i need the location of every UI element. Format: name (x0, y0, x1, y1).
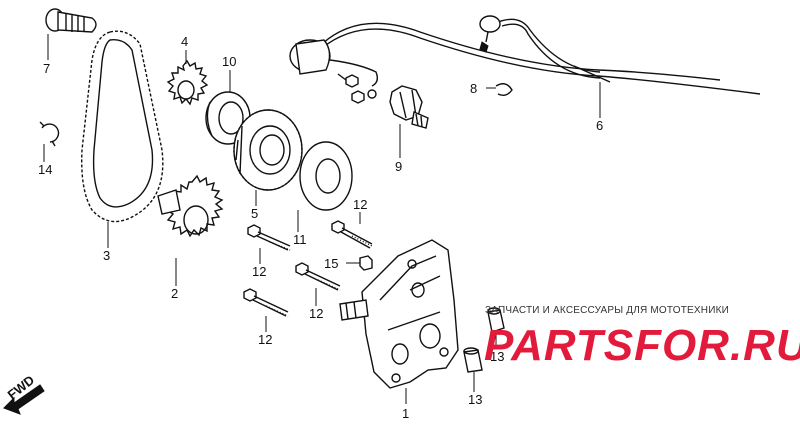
part-15-pin (359, 255, 373, 271)
part-12-bolts (243, 220, 373, 317)
callout-labels: 7 14 4 10 5 11 3 2 6 8 9 12 12 12 12 15 … (38, 34, 603, 421)
fwd-arrow-icon: FWD (3, 372, 45, 415)
callout-1: 1 (402, 406, 409, 421)
callout-4: 4 (181, 34, 188, 49)
leader-lines (43, 34, 601, 404)
callout-7: 8 (470, 81, 477, 96)
callout-13-lower: 13 (468, 392, 482, 407)
part-8-pressure-switch (389, 85, 429, 129)
callout-2: 2 (171, 286, 178, 301)
callout-15: 15 (324, 256, 338, 271)
part-9-roller (45, 8, 97, 33)
callout-6: 6 (596, 118, 603, 133)
watermark-caption: ЗАПЧАСТИ И АКСЕССУАРЫ ДЛЯ МОТОТЕХНИКИ (485, 305, 730, 316)
callout-12-mid: 12 (309, 306, 323, 321)
bolt-12-upper-right (331, 220, 373, 249)
part-11-plate (299, 141, 353, 211)
callout-12-left: 12 (252, 264, 266, 279)
part-nuts (337, 73, 365, 104)
part-5-gear (233, 109, 303, 191)
watermark-logo: PARTSFOR.RU (484, 321, 800, 370)
callout-3: 3 (103, 248, 110, 263)
callout-9: 7 (43, 61, 50, 76)
part-6-wire-harness (289, 15, 761, 99)
bolt-12-mid (295, 262, 341, 291)
part-4-small-sprocket (166, 59, 209, 106)
part-1-oil-pump (339, 239, 459, 389)
callout-14: 14 (38, 162, 52, 177)
callout-12-lower: 12 (258, 332, 272, 347)
callout-12-upper: 12 (353, 197, 367, 212)
part-13-dowels (463, 307, 505, 373)
part-2-sprocket (157, 174, 224, 238)
part-3-chain (81, 30, 164, 223)
bolt-12-lower-left (243, 288, 289, 317)
bolt-12-mid-left (247, 224, 291, 251)
part-14-circlip (39, 121, 60, 147)
callout-13-upper: 13 (490, 349, 504, 364)
callout-11: 11 (293, 232, 307, 247)
callout-10: 10 (222, 54, 236, 69)
callout-8: 9 (395, 159, 402, 174)
part-7-clip (495, 83, 513, 97)
callout-5: 5 (251, 206, 258, 221)
